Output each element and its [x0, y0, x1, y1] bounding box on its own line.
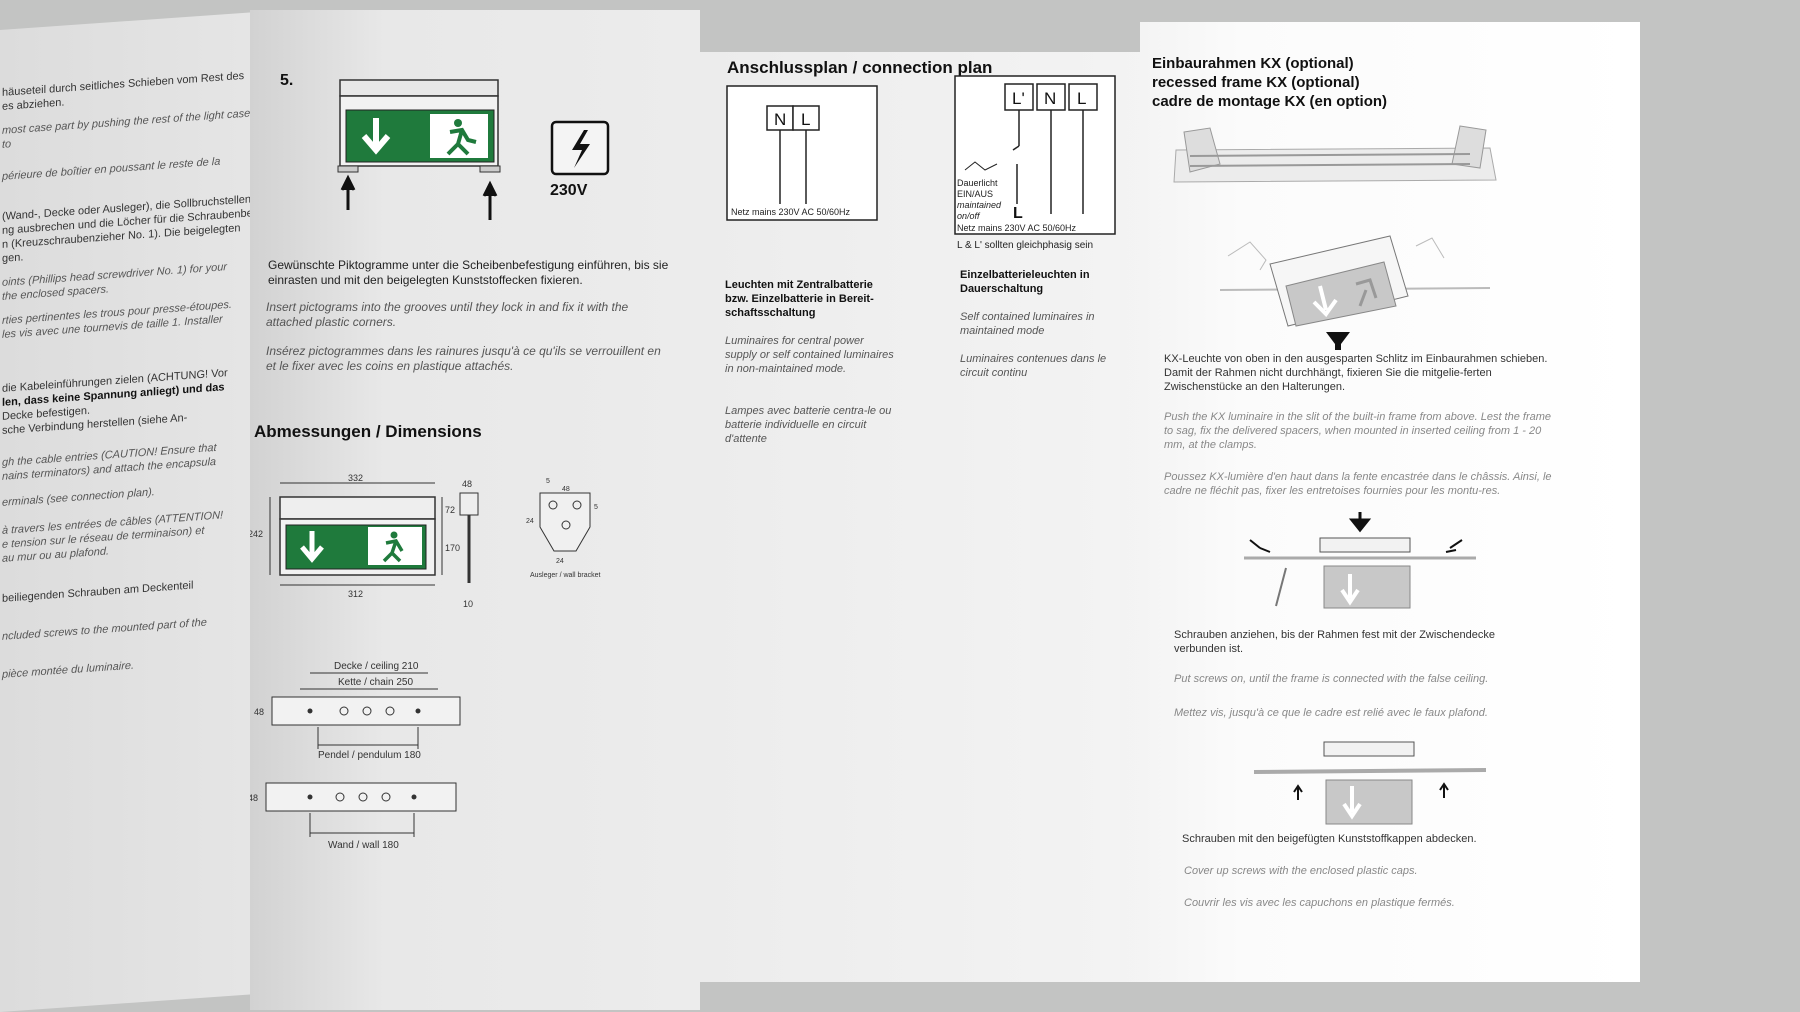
terminal-N: N [1044, 89, 1056, 108]
left-line: erminals (see connection plan). [2, 486, 155, 509]
screw-tighten-illustration [1244, 512, 1476, 609]
left-plan-en: Luminaires for central power supply or s… [725, 335, 894, 375]
right-phase-note: L & L' sollten gleichphasig sein [957, 240, 1093, 251]
bracket-label: 5 [594, 504, 598, 511]
right-plan-de: Einzelbatterieleuchten in Dauerschaltung [960, 269, 1090, 295]
bracket-caption: Ausleger / wall bracket [530, 572, 600, 579]
connection-plan-right: L' N L Dauerlicht EIN/AUS maintained on/… [954, 75, 1116, 251]
recessed-title: Einbaurahmen KX (optional) recessed fram… [1152, 54, 1572, 111]
dim-width-312: 312 [348, 589, 363, 599]
recessed-frame-page: Einbaurahmen KX (optional) recessed fram… [1140, 22, 1640, 982]
step1-en: Push the KX luminaire in the slit of the… [1164, 411, 1552, 451]
step5-text-en: Insert pictograms into the grooves until… [266, 300, 629, 329]
ceiling-label: Decke / ceiling 210 [334, 661, 419, 672]
chain-label: Kette / chain 250 [338, 677, 413, 688]
switch-label: maintained [957, 200, 1002, 210]
step-number: 5. [280, 72, 294, 89]
high-voltage-icon [550, 120, 610, 176]
title-de: Einbaurahmen KX (optional) [1152, 55, 1354, 72]
terminal-L: L [801, 110, 810, 129]
left-line: périeure de boîtier en poussant le reste… [2, 155, 221, 183]
right-plan-fr: Luminaires contenues dans le circuit con… [960, 353, 1107, 379]
dim-depth-10: 10 [463, 599, 473, 609]
bracket-label: 24 [526, 518, 534, 525]
wall-label: Wand / wall 180 [328, 840, 399, 851]
switch-label: on/off [957, 211, 981, 221]
left-line: pièce montée du luminaire. [2, 659, 135, 681]
step5-page: 5. 230V Gewünschte Piktogramme unter die… [250, 10, 700, 1010]
dim-depth-48: 48 [462, 479, 472, 489]
dim-48-ceiling: 48 [254, 707, 264, 717]
bracket-label: 48 [562, 486, 570, 493]
step2-en: Put screws on, until the frame is connec… [1174, 673, 1489, 685]
exit-sign-illustration [337, 79, 501, 220]
dim-48-wall: 48 [250, 793, 258, 803]
step3-fr: Couvrir les vis avec les capuchons en pl… [1184, 897, 1455, 909]
dim-width-332: 332 [348, 473, 363, 483]
step1-de: KX-Leuchte von oben in den ausgesparten … [1164, 353, 1548, 393]
bracket-label: 5 [546, 478, 550, 485]
connection-plan-left: N L Netz mains 230V AC 50/60Hz [726, 85, 878, 221]
step3-en: Cover up screws with the enclosed plasti… [1184, 865, 1418, 877]
L-label: L [1013, 205, 1023, 222]
left-page-partial: häuseteil durch seitliches Schieben vom … [0, 11, 270, 1012]
switch-label: Dauerlicht [957, 178, 998, 188]
left-text-block: häuseteil durch seitliches Schieben vom … [2, 68, 262, 682]
left-plan-de: Leuchten mit Zentralbatterie bzw. Einzel… [725, 279, 874, 319]
left-mains-label: Netz mains 230V AC 50/60Hz [731, 207, 851, 217]
connection-page: Anschlussplan / connection plan N L Netz… [695, 52, 1170, 982]
dim-height-242: 242 [250, 529, 263, 539]
title-en: recessed frame KX (optional) [1152, 74, 1360, 91]
dim-height-72: 72 [445, 505, 455, 515]
dim-height-170: 170 [445, 543, 460, 553]
step5-text-fr: Insérez pictogrammes dans les rainures j… [266, 344, 661, 373]
dimensions-title: Abmessungen / Dimensions [254, 422, 482, 441]
cover-caps-illustration [1253, 741, 1487, 825]
terminal-L: L [1077, 89, 1086, 108]
step2-fr: Mettez vis, jusqu'à ce que le cadre est … [1174, 707, 1488, 719]
dimensions-drawing: 332 242 312 72 170 48 10 5 48 24 5 24 Au… [250, 473, 600, 851]
switch-label: EIN/AUS [957, 189, 993, 199]
step2-de: Schrauben anziehen, bis der Rahmen fest … [1174, 629, 1496, 655]
title-fr: cadre de montage KX (en option) [1152, 93, 1388, 110]
left-plan-fr: Lampes avec batterie centra-le ou batter… [725, 405, 892, 445]
bracket-label: 24 [556, 558, 564, 565]
right-mains-label: Netz mains 230V AC 50/60Hz [957, 223, 1077, 233]
connection-title: Anschlussplan / connection plan [727, 58, 993, 77]
recessed-frame-illustration [1173, 125, 1497, 350]
right-plan-en: Self contained luminaires in maintained … [960, 311, 1095, 337]
step5-text-de: Gewünschte Piktogramme unter die Scheibe… [268, 258, 669, 287]
left-line: ncluded screws to the mounted part of th… [2, 616, 207, 643]
pendulum-label: Pendel / pendulum 180 [318, 750, 421, 761]
left-line: beiliegenden Schrauben am Deckenteil [2, 579, 194, 605]
voltage-label: 230V [550, 182, 588, 199]
step3-de: Schrauben mit den beigefügten Kunststoff… [1182, 833, 1477, 845]
left-line: most case part by pushing the rest of th… [2, 107, 251, 151]
terminal-N: N [774, 110, 786, 129]
step1-fr: Poussez KX-lumière d'en haut dans la fen… [1164, 471, 1552, 497]
terminal-Lprime: L' [1012, 89, 1025, 108]
